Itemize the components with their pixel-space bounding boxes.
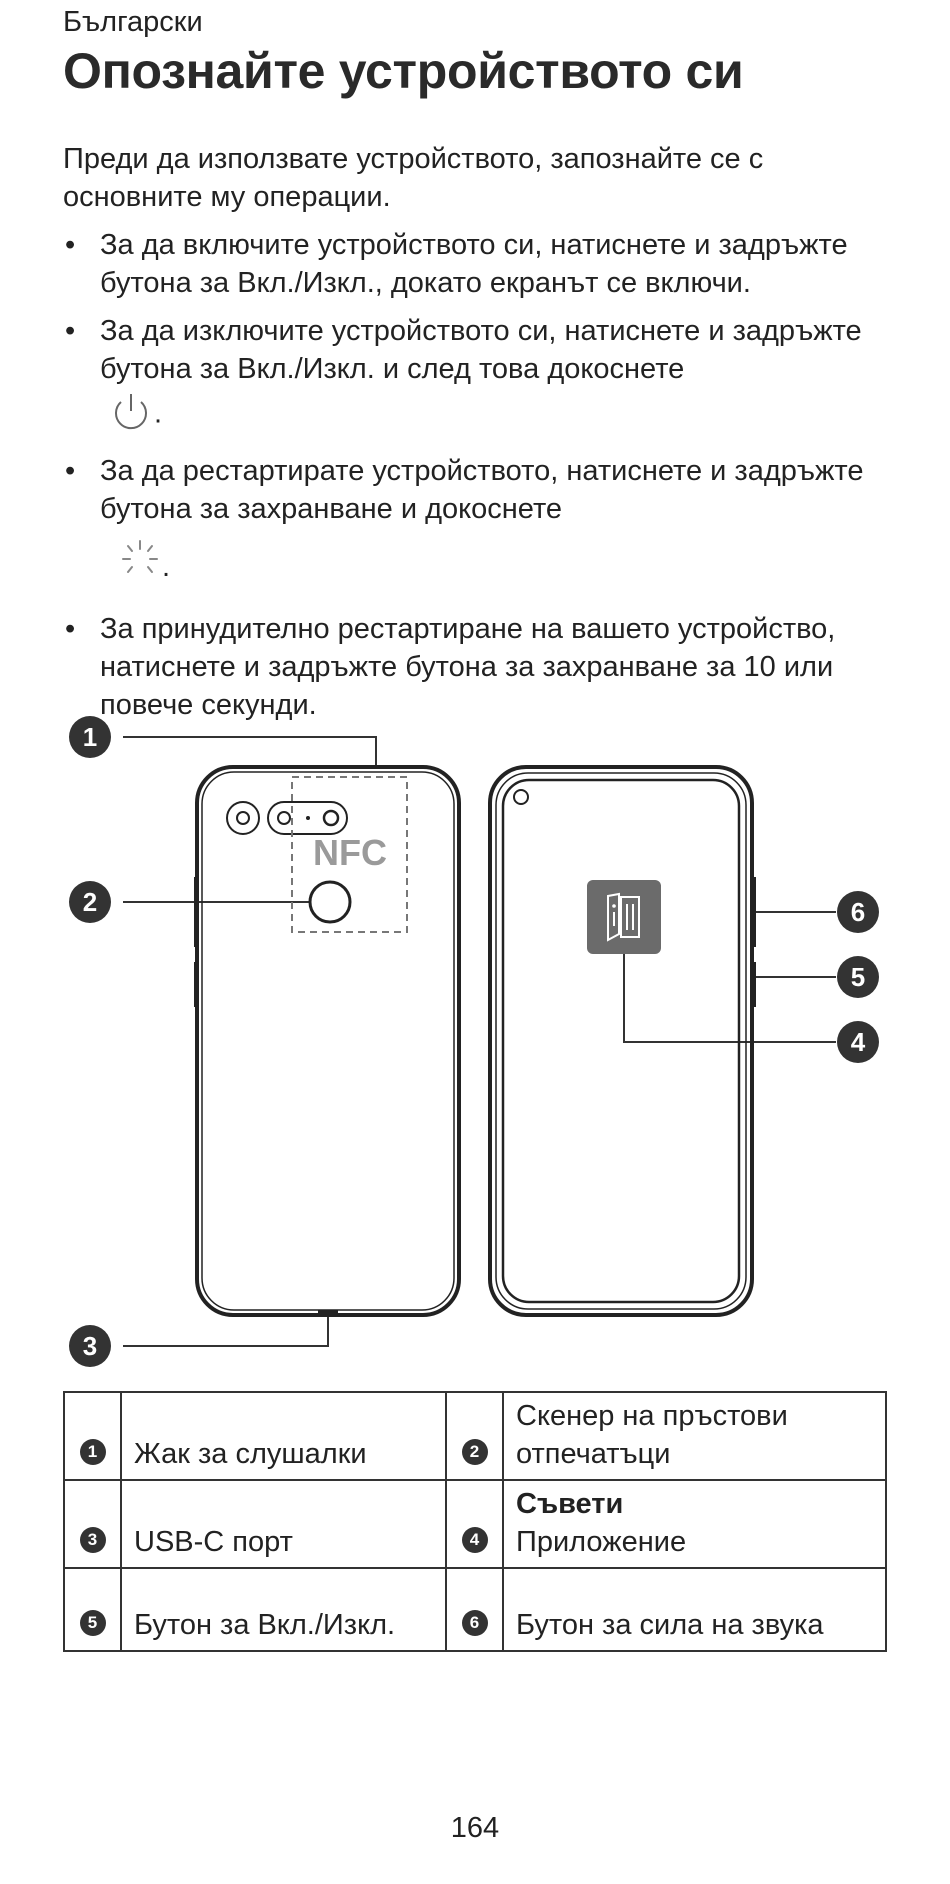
table-cell-number: 1 bbox=[63, 1391, 122, 1481]
svg-text:4: 4 bbox=[851, 1027, 866, 1057]
table-cell-number: 5 bbox=[63, 1567, 122, 1652]
callout-1: 1 bbox=[69, 716, 111, 758]
power-icon bbox=[108, 392, 154, 442]
svg-text:6: 6 bbox=[851, 897, 865, 927]
device-diagram: 1 2 3 6 5 4 NF bbox=[69, 716, 879, 1367]
bullet-text: За да рестартирате устройството, натисне… bbox=[100, 455, 864, 525]
callout-6: 6 bbox=[837, 891, 879, 933]
list-item: •За да рестартирате устройството, натисн… bbox=[63, 452, 893, 600]
number-badge: 5 bbox=[79, 1610, 106, 1636]
table-cell-number: 3 bbox=[63, 1479, 122, 1569]
page-number: 164 bbox=[450, 1812, 500, 1844]
bullet-text: За принудително рестартиране на вашето у… bbox=[100, 613, 836, 721]
language-label: Български bbox=[63, 6, 203, 38]
list-item: •За да изключите устройството си, натисн… bbox=[63, 312, 893, 442]
phone-back: NFC bbox=[194, 765, 461, 1317]
leader-line bbox=[123, 736, 377, 766]
table-cell-label: USB-C порт bbox=[120, 1479, 447, 1569]
callout-3: 3 bbox=[69, 1325, 111, 1367]
number-badge: 6 bbox=[461, 1610, 488, 1636]
bullet-suffix: . bbox=[154, 397, 163, 430]
number-badge: 2 bbox=[461, 1439, 488, 1465]
phone-front bbox=[488, 765, 756, 1317]
callout-2: 2 bbox=[69, 881, 111, 923]
page-title: Опознайте устройството си bbox=[63, 43, 744, 99]
list-item: •За да включите устройството си, натисне… bbox=[65, 229, 848, 299]
table-cell-label: Бутон за Вкл./Изкл. bbox=[120, 1567, 447, 1652]
bullet-text: За да включите устройството си, натиснет… bbox=[100, 229, 848, 299]
svg-text:5: 5 bbox=[851, 962, 865, 992]
app-name: Съвети bbox=[516, 1488, 624, 1520]
intro-paragraph: Преди да използвате устройството, запозн… bbox=[63, 143, 764, 213]
svg-text:1: 1 bbox=[83, 722, 97, 752]
table-cell-number: 6 bbox=[445, 1567, 504, 1652]
restart-icon bbox=[118, 537, 162, 600]
svg-text:3: 3 bbox=[83, 1331, 97, 1361]
table-cell-label: Съвети Приложение bbox=[502, 1479, 887, 1569]
leader-line bbox=[123, 1312, 329, 1347]
svg-text:2: 2 bbox=[83, 887, 97, 917]
table-row: 5 Бутон за Вкл./Изкл. 6 Бутон за сила на… bbox=[63, 1567, 887, 1652]
leader-line bbox=[623, 952, 836, 1043]
table-cell-number: 4 bbox=[445, 1479, 504, 1569]
table-cell-label: Бутон за сила на звука bbox=[502, 1567, 887, 1652]
parts-table: 1 Жак за слушалки 2 Скенер на пръстови о… bbox=[63, 1391, 887, 1652]
table-cell-label: Скенер на пръстови отпечатъци bbox=[502, 1391, 887, 1481]
table-row: 1 Жак за слушалки 2 Скенер на пръстови о… bbox=[63, 1391, 887, 1481]
number-badge: 1 bbox=[79, 1439, 106, 1465]
tips-app-icon bbox=[587, 880, 661, 954]
instructions-list: •За да включите устройството си, натисне… bbox=[63, 226, 893, 724]
number-badge: 4 bbox=[461, 1527, 488, 1553]
nfc-label: NFC bbox=[313, 832, 387, 873]
callout-4: 4 bbox=[837, 1021, 879, 1063]
number-badge: 3 bbox=[79, 1527, 106, 1553]
table-row: 3 USB-C порт 4 Съвети Приложение bbox=[63, 1479, 887, 1569]
app-type: Приложение bbox=[516, 1526, 687, 1558]
callout-5: 5 bbox=[837, 956, 879, 998]
list-item: •За принудително рестартиране на вашето … bbox=[65, 613, 836, 721]
bullet-suffix: . bbox=[162, 551, 171, 584]
bullet-text: За да изключите устройството си, натисне… bbox=[100, 315, 862, 385]
table-cell-number: 2 bbox=[445, 1391, 504, 1481]
table-cell-label: Жак за слушалки bbox=[120, 1391, 447, 1481]
